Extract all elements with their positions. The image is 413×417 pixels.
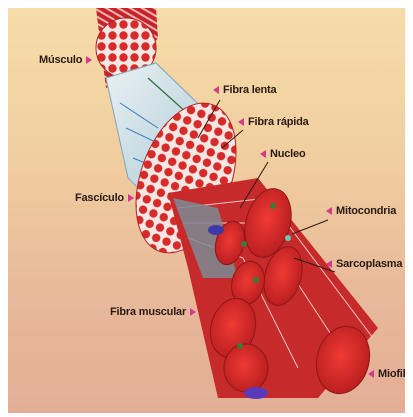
label-fibra-rapida: Fibra rápida (238, 116, 309, 128)
label-fibra-muscular: Fibra muscular (110, 306, 196, 318)
label-fibra-lenta: Fibra lenta (213, 84, 276, 96)
label-text: Fibra lenta (223, 84, 276, 96)
label-miofibrilla: Miofibrill (368, 368, 405, 380)
label-text: Fibra muscular (110, 306, 186, 318)
label-musculo: Músculo (39, 54, 92, 66)
label-text: Fascículo (75, 192, 124, 204)
diagram-frame: Músculo Fibra lenta Fibra rápida Nucleo … (8, 8, 405, 413)
label-nucleo: Nucleo (260, 148, 305, 160)
pointer-arrow-icon (238, 118, 244, 126)
label-text: Sarcoplasma (336, 258, 402, 270)
label-text: Miofibrill (378, 368, 405, 380)
label-fasciculo: Fascículo (75, 192, 134, 204)
label-mitocondria: Mitocondria (326, 205, 396, 217)
label-text: Fibra rápida (248, 116, 309, 128)
pointer-arrow-icon (326, 207, 332, 215)
pointer-arrow-icon (368, 370, 374, 378)
pointer-arrow-icon (326, 260, 332, 268)
label-sarcoplasma: Sarcoplasma (326, 258, 402, 270)
pointer-arrow-icon (190, 308, 196, 316)
label-text: Mitocondria (336, 205, 396, 217)
label-text: Músculo (39, 54, 82, 66)
pointer-arrow-icon (86, 56, 92, 64)
pointer-arrow-icon (213, 86, 219, 94)
pointer-arrow-icon (128, 194, 134, 202)
pointer-arrow-icon (260, 150, 266, 158)
label-text: Nucleo (270, 148, 305, 160)
